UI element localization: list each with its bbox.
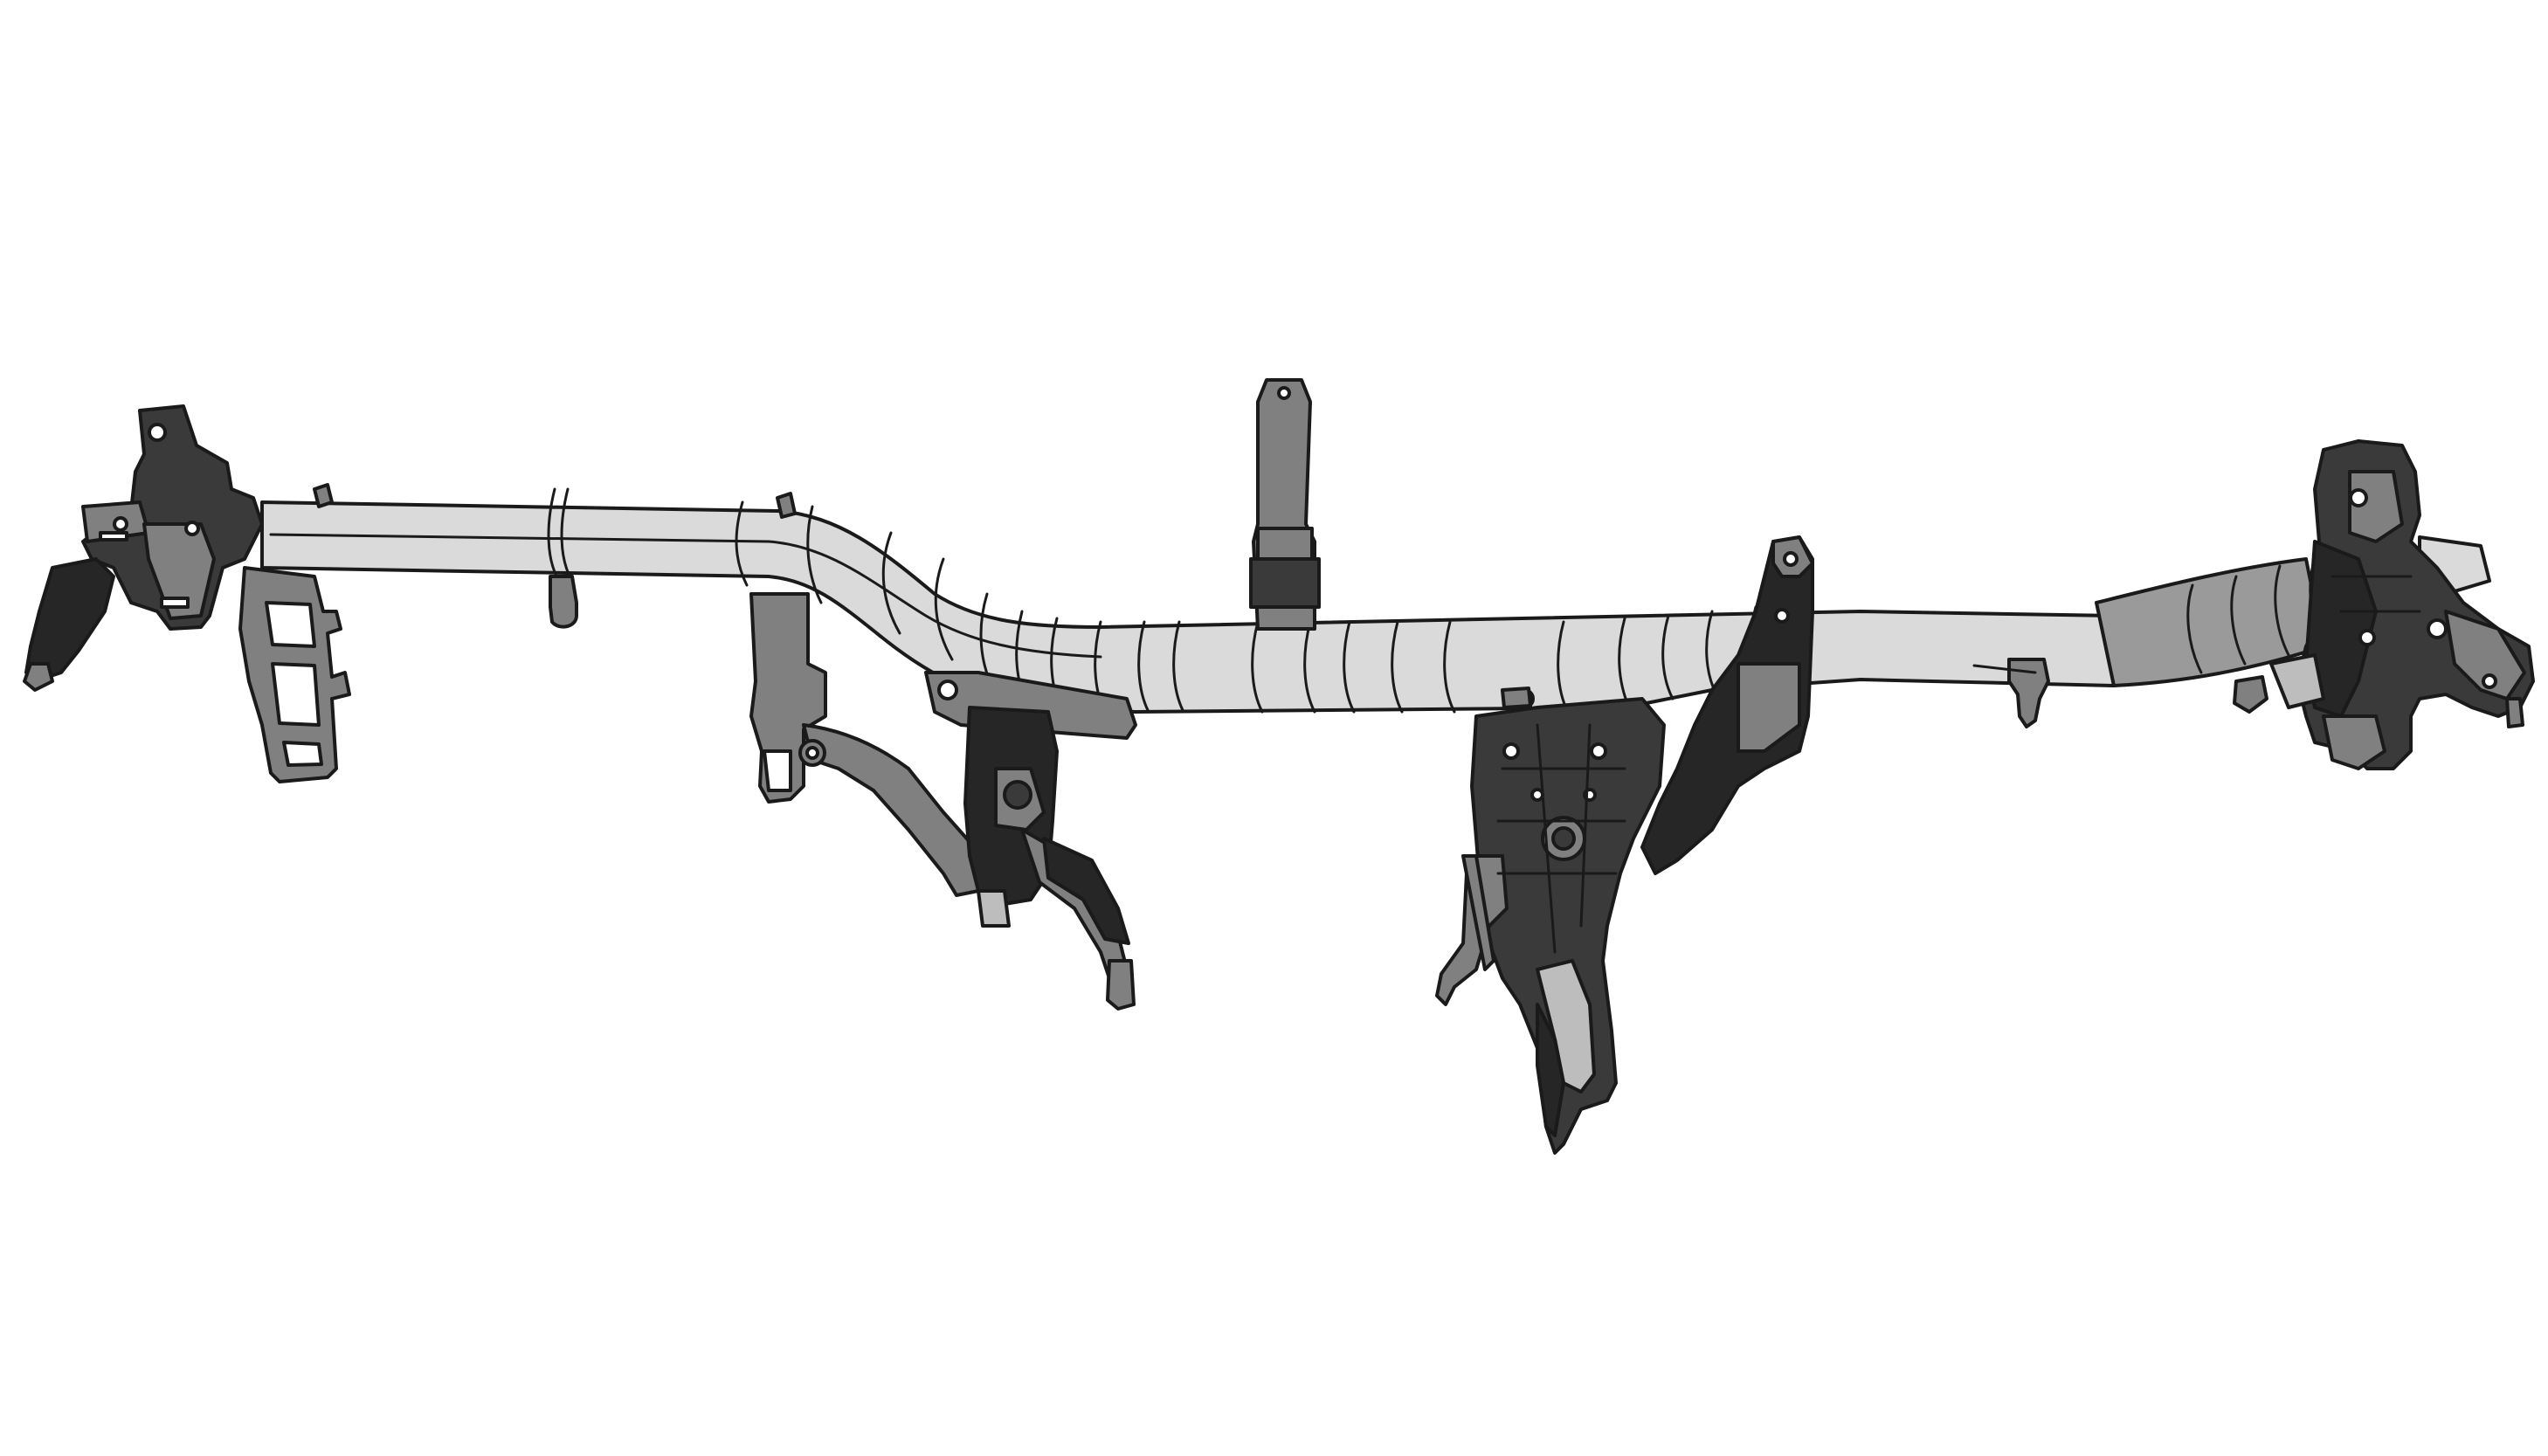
right-end-mount-bracket xyxy=(2233,439,2535,770)
tube-clip-tabs xyxy=(313,483,1532,709)
cross-car-beam-tube xyxy=(260,500,2491,714)
left-hanger-bracket xyxy=(238,566,351,783)
left-end-mount-bracket xyxy=(23,404,264,692)
steering-support-leg xyxy=(963,706,1136,1011)
top-center-mounting-post xyxy=(1249,378,1321,631)
steering-column-bracket xyxy=(749,592,1137,897)
tube-retaining-clips xyxy=(547,487,2325,714)
center-stack-support-bracket xyxy=(1435,688,1666,1155)
tube-hook-left xyxy=(549,575,578,629)
right-side-tube-bracket xyxy=(1640,535,2050,875)
